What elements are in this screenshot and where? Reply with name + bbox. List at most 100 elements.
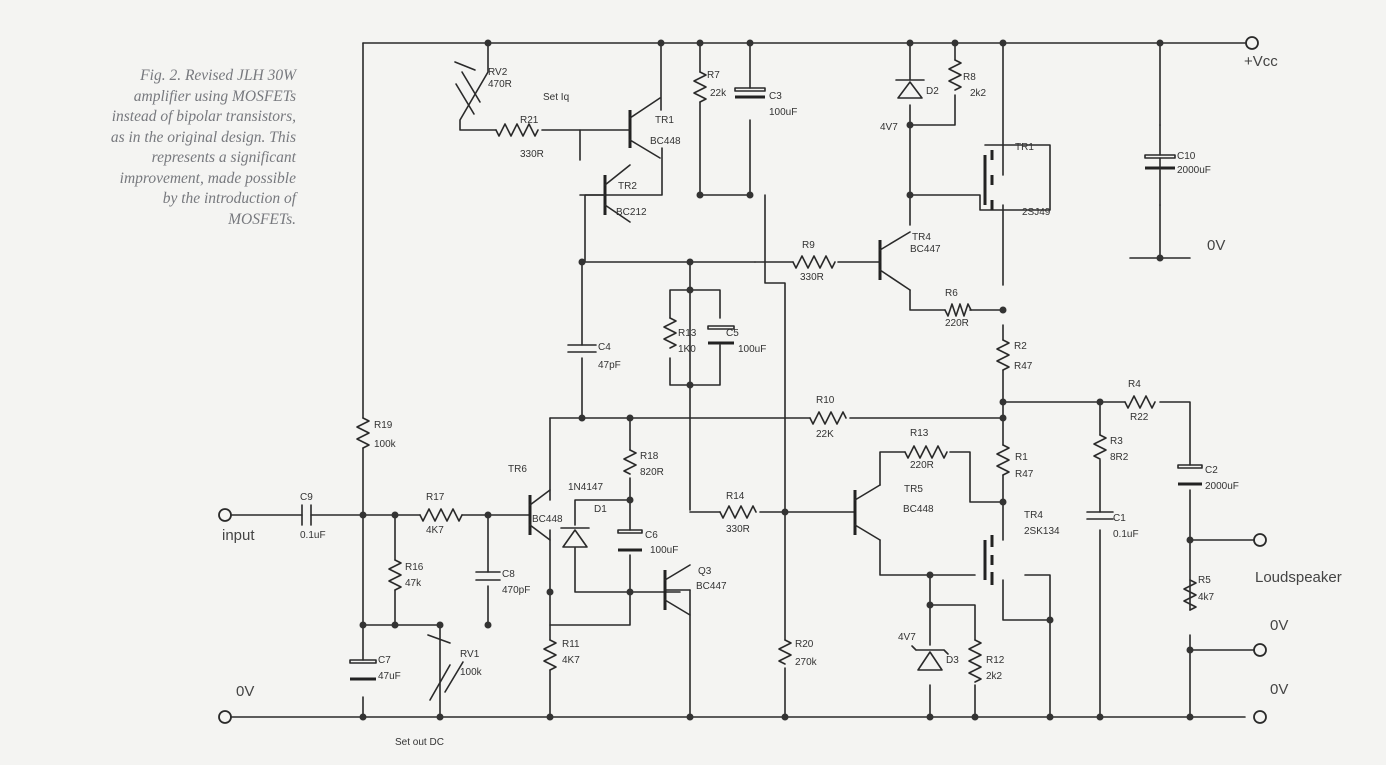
component-label: BC448 <box>532 514 563 525</box>
junction-dots <box>359 39 1194 721</box>
resistor-symbol <box>356 59 1197 683</box>
component-label: 0.1uF <box>300 530 326 541</box>
component-label: R2 <box>1014 341 1027 352</box>
component-label: BC448 <box>650 136 681 147</box>
component-label: C8 <box>502 569 515 580</box>
component-label: 47pF <box>598 360 621 371</box>
loudspeaker-label: Loudspeaker <box>1255 569 1342 586</box>
component-label: R19 <box>374 420 393 431</box>
component-label: R10 <box>816 395 835 406</box>
caption-line: by the introduction of <box>162 190 296 207</box>
component-label: TR4 <box>1024 510 1043 521</box>
component-label: 330R <box>520 149 544 160</box>
component-label: D3 <box>946 655 959 666</box>
component-label: C9 <box>300 492 313 503</box>
component-label: C7 <box>378 655 391 666</box>
note-label: Set out DC <box>395 737 444 748</box>
component-label: R8 <box>963 72 976 83</box>
component-label: R11 <box>562 639 580 650</box>
capacitor-symbol <box>301 87 1203 681</box>
component-label: TR1 <box>1015 142 1034 153</box>
component-label: 100uF <box>769 107 797 118</box>
component-label: R13 <box>678 328 697 339</box>
component-label: TR6 <box>508 464 527 475</box>
component-label: TR2 <box>618 181 637 192</box>
note-label: Set Iq <box>543 92 569 103</box>
component-label: Q3 <box>698 566 712 577</box>
component-label: R20 <box>795 639 814 650</box>
component-label: C1 <box>1113 513 1126 524</box>
component-label: 2k2 <box>986 671 1003 682</box>
component-label: R47 <box>1014 361 1033 372</box>
component-label: TR1 <box>655 115 674 126</box>
component-label: R3 <box>1110 436 1123 447</box>
vcc-label: +Vcc <box>1244 53 1278 70</box>
input-terminal <box>218 508 232 522</box>
component-label: 4K7 <box>426 525 444 536</box>
component-label: 330R <box>726 524 750 535</box>
caption-line: MOSFETs. <box>228 210 296 228</box>
component-label: R1 <box>1015 452 1028 463</box>
ground-label: 0V <box>1270 617 1288 634</box>
component-label: 2k2 <box>970 88 987 99</box>
vcc-terminal <box>1245 36 1259 50</box>
component-label: R5 <box>1198 575 1211 586</box>
component-label: C6 <box>645 530 658 541</box>
component-label: 47uF <box>378 671 401 682</box>
component-label: R7 <box>707 70 720 81</box>
component-label: C3 <box>769 91 782 102</box>
component-label: C4 <box>598 342 611 353</box>
component-label: 47k <box>405 578 422 589</box>
ground-terminal <box>218 710 232 724</box>
component-label: BC447 <box>910 244 941 255</box>
component-label: R16 <box>405 562 424 573</box>
figure-caption: Fig. 2. Revised JLH 30W amplifier using … <box>20 66 296 230</box>
component-label: BC212 <box>616 207 647 218</box>
component-label: 100uF <box>650 545 678 556</box>
caption-line: amplifier using MOSFETs <box>133 87 296 105</box>
component-label: R13 <box>910 428 929 439</box>
component-label: 8R2 <box>1110 452 1129 463</box>
component-label: 270k <box>795 657 818 668</box>
caption-line: Fig. 2. Revised JLH 30W <box>140 67 296 84</box>
component-label: TR4 <box>912 232 931 243</box>
component-label: 2SK134 <box>1024 526 1060 537</box>
component-label: C2 <box>1205 465 1218 476</box>
component-label: TR5 <box>904 484 923 495</box>
component-label: C5 <box>726 328 739 339</box>
transistor-symbol <box>528 97 994 616</box>
wires <box>224 42 1256 718</box>
caption-line: improvement, made possible <box>119 169 296 187</box>
component-label: 2000uF <box>1177 165 1211 176</box>
component-label: 4V7 <box>898 632 916 643</box>
component-label: R18 <box>640 451 659 462</box>
component-label: 100k <box>374 439 397 450</box>
component-label: 0.1uF <box>1113 529 1139 540</box>
component-label: 2SJ49 <box>1022 207 1051 218</box>
ground-label: 0V <box>1207 237 1225 254</box>
caption-line: instead of bipolar transistors, <box>111 108 296 125</box>
speaker-terminal <box>1253 533 1267 547</box>
component-label: R22 <box>1130 412 1149 423</box>
component-label: R47 <box>1015 469 1034 480</box>
ground-terminal <box>1253 710 1267 724</box>
component-label: R14 <box>726 491 745 502</box>
component-label: 1K0 <box>678 344 696 355</box>
component-label: 4k7 <box>1198 592 1215 603</box>
component-label: 220R <box>910 460 934 471</box>
component-label: C10 <box>1177 151 1196 162</box>
component-label: 1N4147 <box>568 482 603 493</box>
caption-line: represents a significant <box>151 149 296 166</box>
speaker-terminal <box>1253 643 1267 657</box>
component-label: R4 <box>1128 379 1141 390</box>
component-label: 2000uF <box>1205 481 1239 492</box>
component-label: R12 <box>986 655 1005 666</box>
component-label: 220R <box>945 318 969 329</box>
component-label: RV1 <box>460 649 480 660</box>
pot-symbol <box>427 61 481 701</box>
component-label: RV2 <box>488 67 508 78</box>
component-label: R21 <box>520 115 539 126</box>
component-label: BC447 <box>696 581 727 592</box>
component-label: BC448 <box>903 504 934 515</box>
